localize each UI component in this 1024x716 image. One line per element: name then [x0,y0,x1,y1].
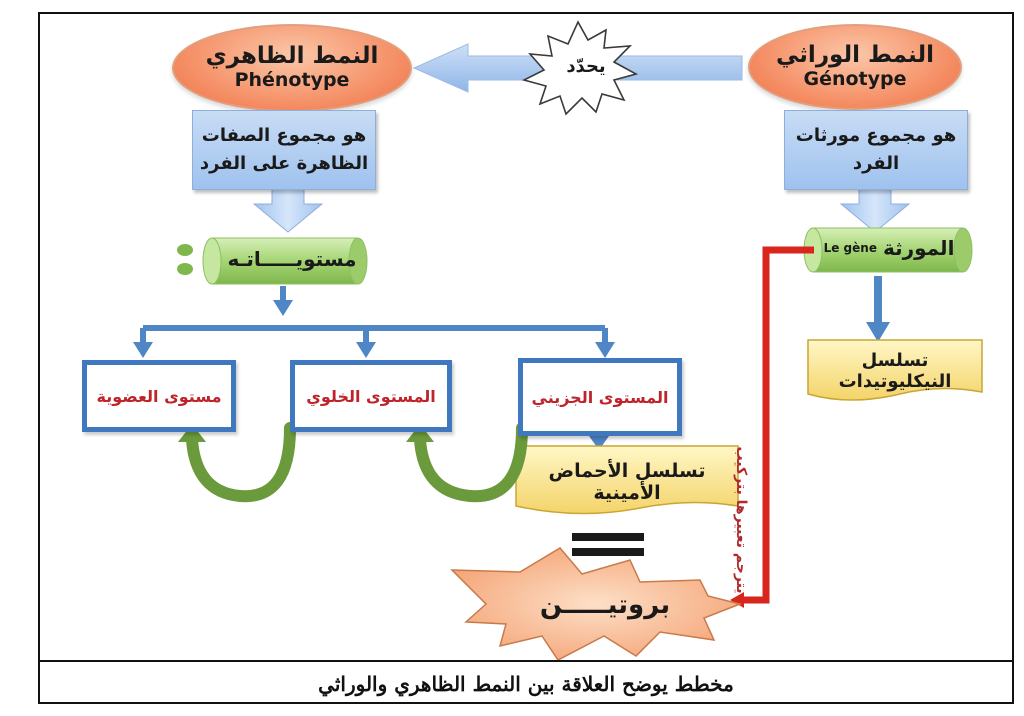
phenotype-def-line2: الظاهرة على الفرد [199,153,369,174]
genotype-label-fr: Génotype [803,68,907,91]
genotype-label-ar: النمط الوراثي [776,41,934,68]
level-cellular-label: المستوى الخلوي [306,386,436,406]
equals-sign [572,533,644,556]
amino-seq-label: تسلسل الأحماض الأمينية [548,460,706,504]
levels-cylinder [202,237,368,285]
level-molecular-box: المستوى الجزيني [518,358,682,436]
green-curve-left [178,422,296,503]
level-organism-label: مستوى العضوية [96,386,222,406]
determines-label: يحدّد [566,56,606,77]
gene-to-nucleotide-arrow [866,276,890,342]
phenotype-def-line1: هو مجموع الصفات [201,125,367,147]
levels-bullet-top [177,244,193,256]
genotype-ellipse: النمط الوراثي Génotype [748,24,962,110]
genotype-def-line1: هو مجموع مورثات [795,125,957,147]
level-organism-box: مستوى العضوية [82,360,236,432]
phenotype-ellipse: النمط الظاهري Phénotype [172,24,412,112]
phenotype-down-arrow [252,187,324,233]
gene-cylinder [803,227,973,273]
diagram-caption: مخطط يوضح العلاقة بين النمط الظاهري والو… [318,672,734,696]
nucleotide-seq-label: تسلسل النيكليوتيدات [838,350,952,392]
green-curve-right [406,422,528,503]
genotype-down-arrow [839,187,911,233]
phenotype-label-ar: النمط الظاهري [205,42,379,69]
gene-label-fr: Le gène [823,241,877,255]
levels-title: مستويـــــاتـه [227,247,357,271]
gene-label-ar: المورثة [882,236,955,260]
protein-label: بروتيـــــن [539,590,671,620]
gene-label: المورثة Le gène [818,236,960,260]
genotype-def-line2: الفرد [852,153,900,174]
genotype-definition-box: هو مجموع مورثات الفرد [784,110,968,190]
determines-burst [521,20,639,116]
protein-burst [450,547,743,661]
level-cellular-box: المستوى الخلوي [290,360,452,432]
level-molecular-label: المستوى الجزيني [531,387,669,407]
amino-seq-shape [515,445,739,515]
levels-tree-arrowheads [133,300,615,358]
phenotype-definition-box: هو مجموع الصفات الظاهرة على الفرد [192,110,376,190]
levels-bullet-bottom [177,263,193,275]
phenotype-label-fr: Phénotype [234,69,350,92]
levels-tree-connector [140,286,608,345]
caption-bar: مخطط يوضح العلاقة بين النمط الظاهري والو… [38,660,1014,706]
nucleotide-seq-shape [807,339,983,401]
translate-label: يترجم تعبيرها بتركيب [733,446,749,594]
